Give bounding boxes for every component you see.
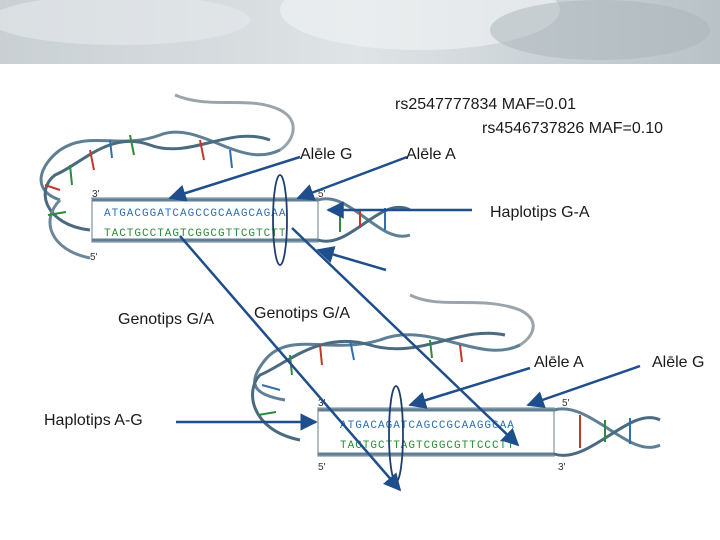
sequence-top-strand-1: ATGACGGATCAGCCGCAAGCAGAA [104,208,286,220]
allele-g-bottom-label: Alēle G [652,354,704,372]
allele-a-top-label: Alēle A [406,146,456,164]
sequence-top-strand-2: TACTGCCTAGTCGGCGTTCGTCTT [104,228,286,240]
snp1-label: rs2547777834 MAF=0.01 [395,96,576,114]
dna-helix-top-a [41,132,280,200]
end-5-top-left: 5' [90,252,98,263]
dna-rungs-bottom-right [580,415,630,448]
haplotype-top-label: Haplotips G-A [490,204,590,222]
sequence-bottom-strand-1: ATGACAGATCAGCCGCAAGGGAA [340,420,515,432]
arrow-genotype-left [180,236,400,490]
genotype-mid-label: Genotips G/A [254,305,350,323]
end-3-top: 3' [92,189,100,200]
genotype-left-label: Genotips G/A [118,311,214,329]
end-3-bottom-right: 3' [558,462,566,473]
end-5-bottom-left: 5' [318,462,326,473]
allele-a-bottom-label: Alēle A [534,354,584,372]
haplotype-bottom-label: Haplotips A-G [44,412,143,430]
dna-helix-bottom-right [554,409,660,448]
allele-g-top-label: Alēle G [300,146,352,164]
arrow-genotype-mid-up [318,250,386,270]
snp2-label: rs4546737826 MAF=0.10 [482,120,663,138]
arrow-allele-g-top [170,157,300,198]
end-5-bottom-right: 5' [562,398,570,409]
dna-helix-top-right [318,199,410,236]
dna-tail-top [175,95,293,150]
dna-rungs-bottom [258,340,462,415]
